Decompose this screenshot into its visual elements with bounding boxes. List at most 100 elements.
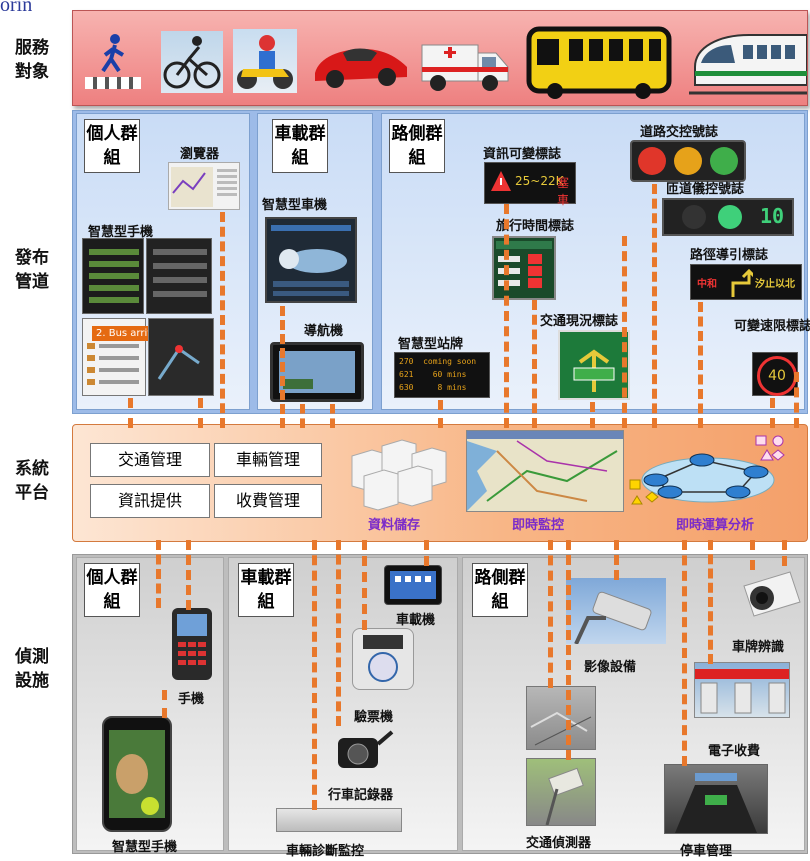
label-detect-smartphone: 智慧型手機 [112, 840, 178, 855]
connector-line [128, 398, 138, 428]
function-info-provision: 資訊提供 [90, 484, 210, 518]
connector-line [330, 404, 340, 428]
ramp-meter-icon: 10 [662, 198, 794, 236]
group-tag-detect-vehicle: 車載群組 [238, 563, 294, 617]
label-mobile-phone: 手機 [178, 692, 205, 707]
connector-line [424, 540, 434, 566]
connector-line [336, 540, 346, 726]
cyclist-icon [161, 31, 223, 93]
traffic-signal-icon [630, 140, 746, 182]
label-video-device: 影像設備 [584, 660, 637, 675]
dashcam-icon [338, 730, 394, 768]
connector-line [750, 540, 760, 570]
label-route-guide: 路徑導引標誌 [690, 248, 769, 263]
connector-line [708, 540, 718, 664]
plate-recognition-camera-icon [743, 571, 801, 617]
bus-icon [526, 26, 672, 99]
label-browser: 瀏覽器 [180, 147, 220, 162]
label-traffic-status: 交通現況標誌 [540, 314, 619, 329]
label-traffic-signal: 道路交控號誌 [640, 125, 719, 140]
browser-map-icon [168, 162, 240, 210]
mobile-phone-icon [172, 608, 212, 680]
row-label-publish: 發布管道 [15, 248, 49, 292]
connector-line [362, 540, 372, 630]
connector-line [548, 540, 558, 688]
parking-garage-entrance-icon [664, 764, 768, 834]
label-vsl: 可變速限標誌 [734, 319, 810, 334]
connector-line [770, 398, 780, 428]
ramp-meter-number: 10 [760, 204, 785, 228]
connector-line [280, 306, 290, 428]
stop-row: 621 60 mins [399, 370, 467, 379]
label-plate-recognition: 車牌辨識 [732, 640, 785, 655]
connector-line [162, 690, 172, 718]
route-guide-sign-icon: 中和 汐止以北 [690, 264, 802, 300]
row-label-detect: 偵測設施 [15, 647, 49, 691]
train-icon [689, 34, 807, 95]
group-tag-detect-personal: 個人群組 [84, 563, 140, 617]
vms-sign-text: 25~22K [515, 174, 564, 188]
label-parking-mgmt: 停車管理 [680, 844, 733, 859]
connector-line [532, 300, 542, 428]
connector-line [794, 372, 804, 428]
corner-text-fragment: orin [0, 0, 33, 16]
group-tag-personal: 個人群組 [84, 119, 140, 173]
ambulance-icon [421, 44, 509, 91]
label-ticket-validator: 驗票機 [354, 710, 394, 725]
group-tag-detect-roadside: 路側群組 [472, 563, 528, 617]
label-traffic-detector: 交通偵測器 [526, 836, 592, 851]
motorcyclist-icon [233, 29, 297, 93]
travel-time-sign-icon [492, 236, 556, 300]
label-smart-bus-stop: 智慧型站牌 [398, 337, 464, 352]
smartphone-map-screen-icon [146, 238, 212, 314]
connector-line [300, 404, 310, 428]
bus-map-screen-icon [148, 318, 214, 396]
label-smartphone-publish: 智慧型手機 [88, 225, 154, 240]
connector-line [438, 400, 448, 428]
service-band [72, 10, 808, 106]
vms-sign-icon: 25~22K 塞車 [484, 162, 576, 207]
row-label-service: 服務對象 [15, 38, 49, 82]
label-electronic-toll: 電子收費 [708, 744, 761, 759]
label-travel-time: 旅行時間標誌 [496, 219, 575, 234]
label-vehicle-diagnosis: 車輛診斷監控 [286, 844, 365, 859]
connector-line [652, 184, 662, 428]
label-navigator: 導航機 [304, 324, 344, 339]
connector-line [682, 540, 692, 766]
road-loop-detector-icon [526, 686, 596, 750]
connector-line [220, 212, 230, 428]
label-smart-vehicle-unit: 智慧型車機 [262, 198, 328, 213]
onboard-tablet-icon [384, 565, 442, 605]
label-dashcam: 行車記錄器 [328, 788, 394, 803]
group-tag-roadside: 路側群組 [389, 119, 445, 173]
realtime-monitor-map-icon [466, 430, 624, 512]
etc-toll-gantry-icon [694, 662, 790, 718]
function-vehicle-mgmt: 車輛管理 [214, 443, 322, 477]
label-data-storage: 資料儲存 [368, 518, 421, 533]
stop-row: 630 8 mins [399, 383, 467, 392]
route-guide-right: 汐止以北 [755, 279, 795, 290]
label-onboard-unit: 車載機 [396, 613, 436, 628]
roadside-detector-sensor-icon [526, 758, 596, 826]
vehicle-diagnosis-device-icon [276, 808, 402, 832]
route-guide-left: 中和 [697, 279, 717, 290]
label-ramp-meter: 匝道儀控號誌 [666, 182, 745, 197]
connector-line [590, 402, 600, 428]
data-storage-servers-icon [351, 439, 447, 511]
network-analysis-icon [629, 435, 785, 505]
pedestrian-crossing-icon [85, 34, 141, 89]
connector-line [504, 204, 514, 428]
row-label-platform: 系統平台 [15, 459, 49, 503]
smartphone-app-screen-icon [82, 238, 144, 314]
label-realtime-monitor: 即時監控 [512, 518, 565, 533]
connector-line [156, 540, 166, 608]
vsl-sign-icon: 40 [752, 352, 798, 396]
connector-line [698, 302, 708, 428]
smart-bus-stop-sign-icon: 270 coming soon 621 60 mins 630 8 mins [394, 352, 490, 398]
group-tag-vehicle: 車載群組 [272, 119, 328, 173]
stop-row: 270 coming soon [399, 357, 477, 366]
sports-car-icon [315, 48, 407, 88]
vehicle-unit-screen-icon [265, 217, 357, 303]
function-traffic-mgmt: 交通管理 [90, 443, 210, 477]
label-realtime-analysis: 即時運算分析 [676, 518, 755, 533]
